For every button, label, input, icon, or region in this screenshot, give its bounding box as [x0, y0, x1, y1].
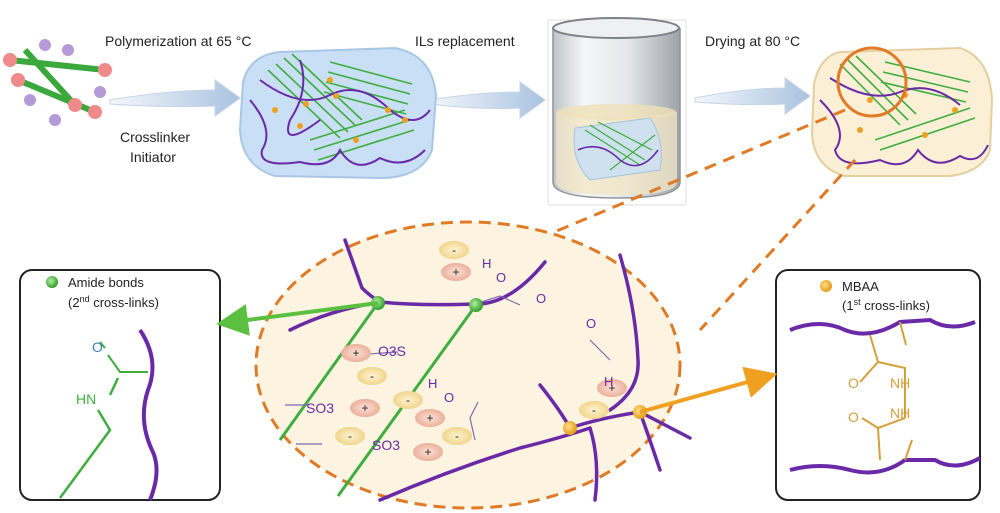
so3-mid-label: SO3 — [306, 400, 334, 416]
step-crosslinker-label: Crosslinker — [120, 129, 190, 145]
monomer-cluster-icon — [3, 39, 112, 126]
plus-sign: + — [608, 381, 615, 395]
gold-dot-icon — [820, 280, 832, 292]
acid-right-o-label: O — [586, 316, 596, 331]
plus-sign: + — [352, 346, 359, 360]
minus-sign: - — [406, 393, 410, 407]
hydrogel-block-icon — [238, 46, 438, 180]
amide-o-label: O — [92, 339, 103, 355]
plus-sign: + — [426, 411, 433, 425]
zoom-line-left — [539, 108, 846, 240]
mbaa-legend-title: MBAA — [842, 279, 879, 294]
mbaa-legend-sub: (1st cross-links) — [842, 297, 930, 313]
zoom-line-right — [698, 158, 857, 332]
amide-legend-sub: (2nd cross-links) — [68, 294, 159, 310]
minus-sign: - — [452, 243, 456, 257]
minus-sign: - — [592, 403, 596, 417]
mbaa-nh-lower-label: NH — [890, 405, 910, 421]
mbaa-node-1-icon — [563, 421, 577, 435]
amide-legend-title: Amide bonds — [68, 275, 144, 290]
step-drying-label: Drying at 80 °C — [705, 33, 800, 49]
process-arrow-2-icon — [429, 81, 546, 119]
dried-gel-block-icon — [810, 46, 994, 177]
arrow-to-amide-legend — [216, 301, 379, 336]
arrow-to-mbaa-legend — [639, 366, 778, 414]
process-arrow-3-icon — [694, 77, 811, 115]
amide-node-2-icon — [469, 298, 483, 312]
ion-pairs: - + + - + - + - - + + - — [335, 241, 627, 461]
plus-sign: + — [361, 401, 368, 415]
plus-sign: + — [452, 265, 459, 279]
magnified-network-view: - + + - + - + - - + + - H — [254, 220, 692, 510]
step-initiator-label: Initiator — [130, 149, 176, 165]
mbaa-o-lower-label: O — [848, 409, 859, 425]
amide-legend-box: Amide bonds (2nd cross-links) O HN — [19, 269, 221, 501]
process-arrow-1-icon — [109, 79, 241, 117]
so3-low-label: SO3 — [372, 437, 400, 453]
acid-o-label: O — [496, 270, 506, 285]
acid-low-h-label: H — [428, 376, 437, 391]
minus-sign: - — [370, 369, 374, 383]
step-ils-replacement-label: ILs replacement — [415, 33, 515, 49]
acid-carbonyl-o-label: O — [536, 291, 546, 306]
plus-sign: + — [424, 445, 431, 459]
green-dot-icon — [46, 276, 58, 288]
acid-right-h-label: H — [604, 374, 613, 389]
mbaa-o-upper-label: O — [848, 375, 859, 391]
acid-low-o-label: O — [444, 390, 454, 405]
minus-sign: - — [348, 429, 352, 443]
beaker-icon — [547, 17, 687, 206]
mbaa-legend-box: MBAA (1st cross-links) O NH NH O — [775, 269, 981, 501]
mbaa-nh-upper-label: NH — [890, 375, 910, 391]
so3-upper-label: O3S — [378, 343, 406, 359]
step-polymerization-label: Polymerization at 65 °C — [105, 33, 251, 49]
minus-sign: - — [455, 429, 459, 443]
acid-h-label: H — [482, 256, 491, 271]
amide-hn-label: HN — [76, 391, 96, 407]
